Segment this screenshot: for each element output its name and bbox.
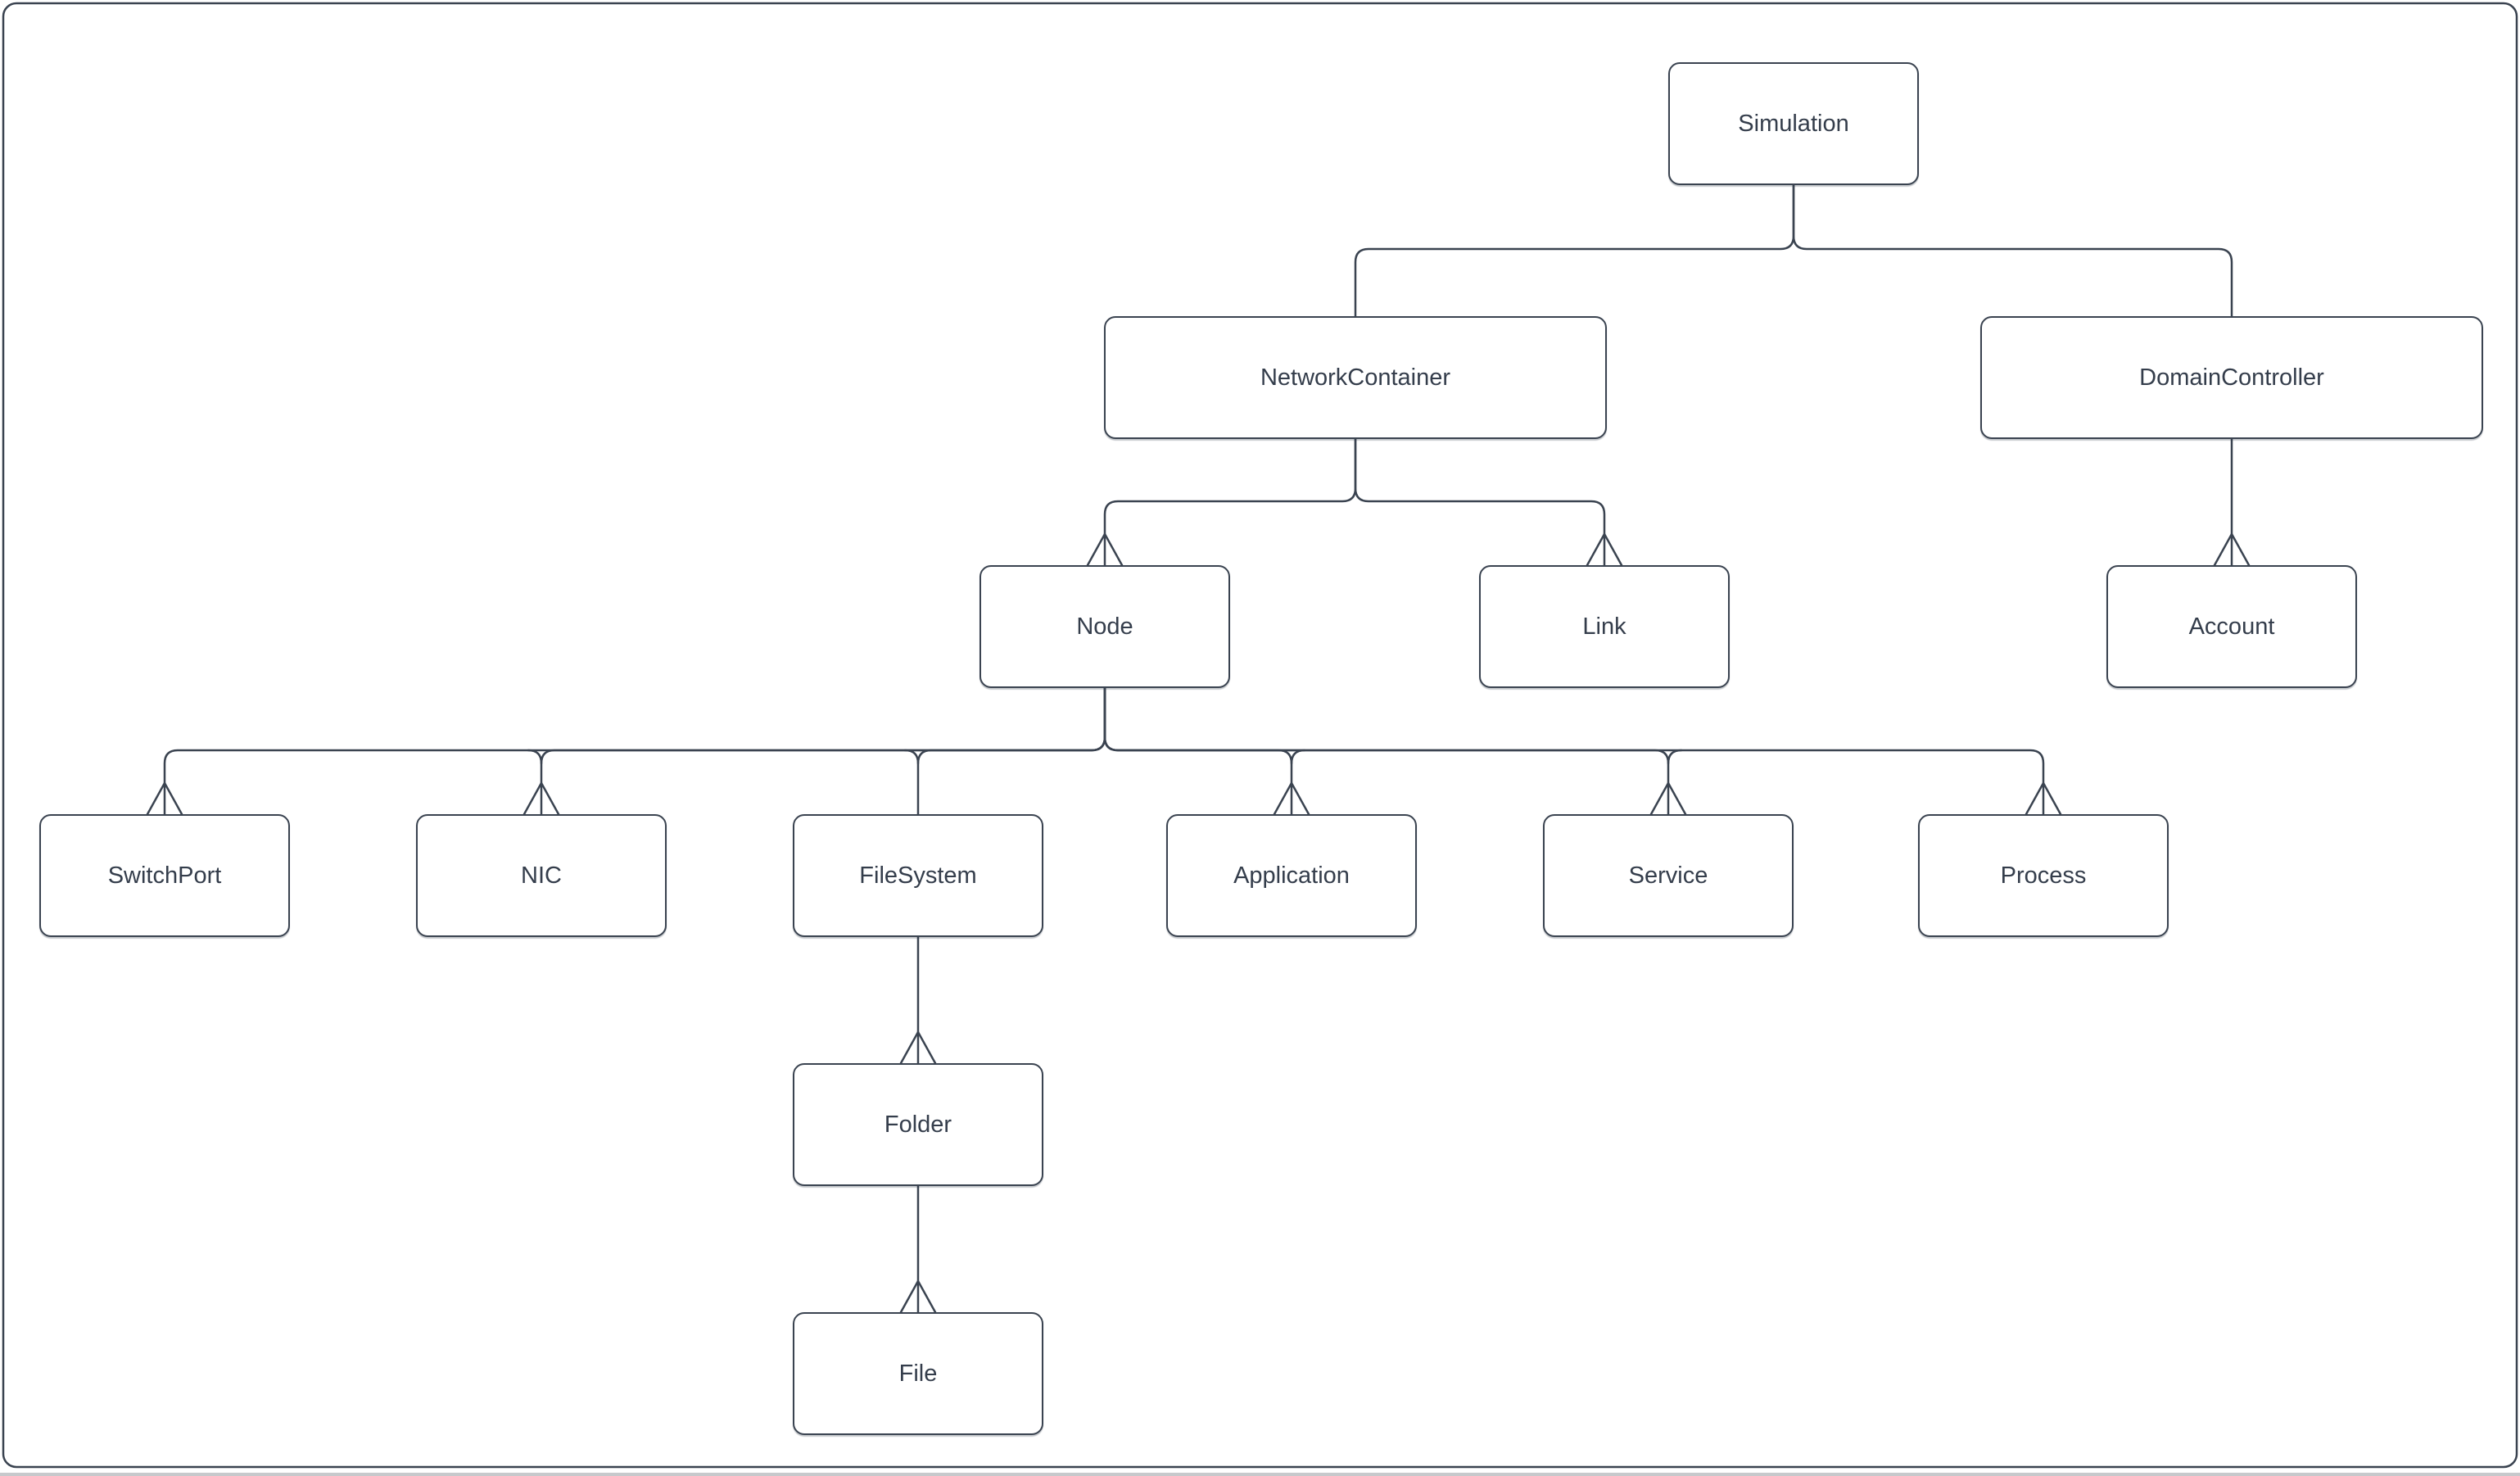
edge-networkcontainer-node <box>1103 437 1357 567</box>
node-nic[interactable]: NIC <box>416 814 667 937</box>
node-nic-label: NIC <box>521 862 562 889</box>
node-application[interactable]: Application <box>1166 814 1417 937</box>
edge-node-nic-fillet <box>527 749 543 765</box>
edge-simulation-networkcontainer <box>1354 183 1795 318</box>
node-link[interactable]: Link <box>1479 565 1730 688</box>
node-file-label: File <box>898 1360 938 1387</box>
node-simulation[interactable]: Simulation <box>1668 62 1919 185</box>
node-process[interactable]: Process <box>1918 814 2169 937</box>
node-link-label: Link <box>1582 613 1626 640</box>
node-domaincontroller[interactable]: DomainController <box>1980 316 2483 439</box>
node-account-label: Account <box>2188 613 2275 640</box>
node-switchport[interactable]: SwitchPort <box>39 814 290 937</box>
chevron-arrowhead-nic <box>523 781 560 816</box>
node-service[interactable]: Service <box>1543 814 1794 937</box>
node-account[interactable]: Account <box>2106 565 2357 688</box>
window-bottom-edge <box>0 1473 2520 1476</box>
chevron-arrowhead-account <box>2213 532 2251 567</box>
chevron-arrowhead-node <box>1086 532 1124 567</box>
chevron-arrowhead-service <box>1649 781 1687 816</box>
node-node-label: Node <box>1076 613 1133 640</box>
edge-node-application-fillet <box>1290 749 1306 765</box>
node-domaincontroller-label: DomainController <box>2139 364 2324 391</box>
chevron-arrowhead-file <box>899 1279 937 1314</box>
node-filesystem[interactable]: FileSystem <box>793 814 1043 937</box>
node-switchport-label: SwitchPort <box>107 862 222 889</box>
node-filesystem-label: FileSystem <box>859 862 977 889</box>
edge-node-filesystem-fillet <box>903 749 920 765</box>
chevron-arrowhead-link <box>1586 532 1623 567</box>
node-simulation-label: Simulation <box>1738 110 1849 137</box>
edge-node-process <box>1103 686 2045 816</box>
node-folder[interactable]: Folder <box>793 1063 1043 1186</box>
node-folder-label: Folder <box>884 1111 952 1138</box>
node-networkcontainer[interactable]: NetworkContainer <box>1104 316 1607 439</box>
node-application-label: Application <box>1233 862 1350 889</box>
chevron-arrowhead-application <box>1273 781 1310 816</box>
node-networkcontainer-label: NetworkContainer <box>1260 364 1451 391</box>
node-service-label: Service <box>1628 862 1708 889</box>
edge-networkcontainer-link <box>1354 437 1606 567</box>
chevron-arrowhead-process <box>2025 781 2062 816</box>
chevron-arrowhead-switchport <box>146 781 183 816</box>
node-process-label: Process <box>2000 862 2087 889</box>
edge-node-filesystem <box>916 686 1106 816</box>
edge-simulation-domaincontroller <box>1792 183 2233 318</box>
node-file[interactable]: File <box>793 1312 1043 1435</box>
node-node[interactable]: Node <box>979 565 1230 688</box>
edge-node-service-fillet <box>1667 749 1683 765</box>
chevron-arrowhead-folder <box>899 1030 937 1065</box>
